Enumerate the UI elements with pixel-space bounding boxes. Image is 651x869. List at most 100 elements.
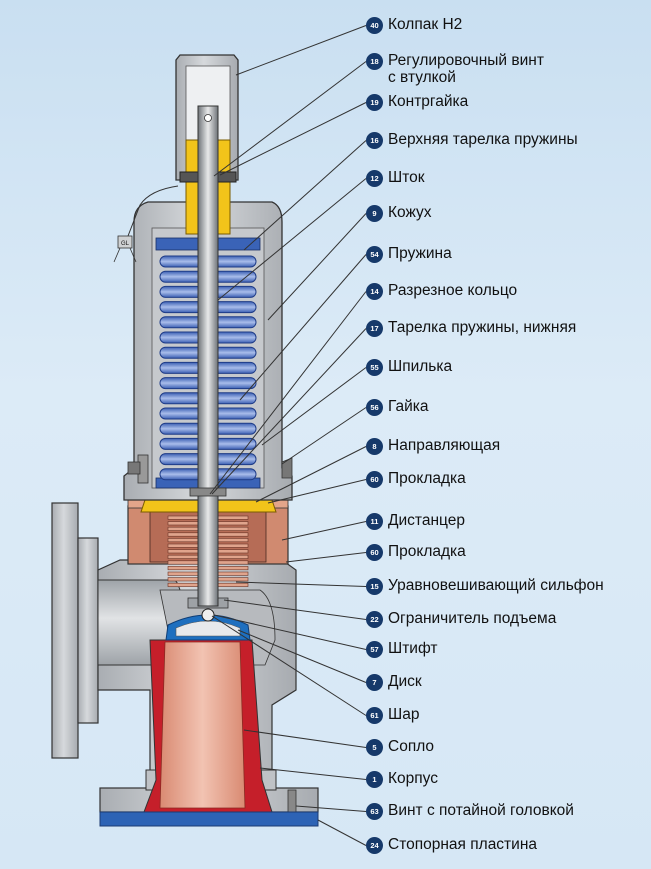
label-text-line: Разрезное кольцо	[388, 282, 518, 299]
label-text-line: Гайка	[388, 398, 429, 415]
label-text-line: Стопорная пластина	[388, 836, 537, 853]
label-text-line: Винт с потайной головкой	[388, 802, 574, 819]
label-8-11: 8 Направляющая	[366, 437, 500, 459]
label-55-9: 55 Шпилька	[366, 358, 452, 380]
label-text: Штифт	[388, 640, 437, 657]
label-54-6: 54 Пружина	[366, 245, 452, 267]
leader-line	[281, 521, 367, 541]
label-text-line: Прокладка	[388, 543, 466, 560]
leader-line	[235, 25, 367, 76]
label-text: Прокладка	[388, 470, 466, 487]
label-text-line: Колпак H2	[388, 16, 463, 33]
label-text: Тарелка пружины, нижняя	[388, 319, 576, 336]
label-text: Прокладка	[388, 543, 466, 560]
label-text-line: Шток	[388, 169, 425, 186]
label-56-10: 56 Гайка	[366, 398, 429, 420]
label-text-line: Диск	[388, 673, 422, 690]
label-number-badge: 16	[366, 132, 383, 149]
leader-line	[211, 328, 367, 495]
label-number-badge: 55	[366, 359, 383, 376]
label-text-line: Тарелка пружины, нижняя	[388, 319, 577, 336]
label-text: Ограничитель подъема	[388, 610, 556, 627]
label-text: Разрезное кольцо	[388, 282, 517, 299]
leader-line	[267, 213, 367, 321]
label-text: Шпилька	[388, 358, 452, 375]
label-text: Пружина	[388, 245, 452, 262]
label-text: Сопло	[388, 738, 434, 755]
label-text-line: Сопло	[388, 738, 435, 755]
label-number-badge: 60	[366, 544, 383, 561]
label-number-badge: 63	[366, 803, 383, 820]
leader-line	[243, 729, 367, 748]
split-ring	[189, 487, 227, 497]
label-text-line: Направляющая	[388, 437, 501, 454]
label-number-badge: 15	[366, 578, 383, 595]
label-number-badge: 9	[366, 205, 383, 222]
nozzle	[143, 639, 273, 813]
label-text: Шар	[388, 706, 419, 723]
label-text-line: Прокладка	[388, 470, 466, 487]
label-text: Дистанцер	[388, 512, 465, 529]
leader-lines	[209, 25, 367, 846]
label-text: Винт с потайной головкой	[388, 802, 574, 819]
label-text-line: с втулкой	[388, 69, 456, 86]
label-9-5: 9 Кожух	[366, 204, 432, 226]
leader-line	[255, 446, 367, 503]
label-12-4: 12 Шток	[366, 169, 425, 191]
leader-line	[317, 819, 367, 846]
label-text: Уравновешивающий сильфон	[388, 577, 604, 594]
seal-tag-text: GL	[121, 241, 130, 247]
seal: GL	[113, 185, 179, 263]
label-15-15: 15 Уравновешивающий сильфон	[366, 577, 604, 599]
label-text: Корпус	[388, 770, 438, 787]
label-text: Кожух	[388, 204, 432, 221]
label-1-21: 1 Корпус	[366, 770, 438, 792]
label-text-line: Пружина	[388, 245, 452, 262]
leader-line	[237, 629, 367, 683]
label-text: Шток	[388, 169, 425, 186]
leader-line	[285, 552, 367, 563]
label-text-line: Корпус	[388, 770, 438, 787]
label-number-badge: 56	[366, 399, 383, 416]
nut	[127, 461, 141, 475]
label-text-line: Верхняя тарелка пружины	[388, 131, 578, 148]
label-14-7: 14 Разрезное кольцо	[366, 282, 517, 304]
label-text: Контргайка	[388, 93, 468, 110]
label-number-badge: 5	[366, 739, 383, 756]
label-number-badge: 1	[366, 771, 383, 788]
label-text: Диск	[388, 673, 422, 690]
label-number-badge: 17	[366, 320, 383, 337]
label-5-20: 5 Сопло	[366, 738, 434, 760]
label-number-badge: 14	[366, 283, 383, 300]
leader-line	[267, 479, 367, 504]
label-60-14: 60 Прокладка	[366, 543, 466, 565]
leader-line	[223, 599, 367, 620]
leader-line	[213, 614, 367, 650]
leader-line	[219, 102, 367, 176]
label-text-line: Шпилька	[388, 358, 453, 375]
label-number-badge: 54	[366, 246, 383, 263]
leader-line	[261, 367, 367, 446]
leader-line	[213, 61, 367, 177]
leader-line	[217, 178, 367, 301]
label-number-badge: 8	[366, 438, 383, 455]
label-16-3: 16 Верхняя тарелка пружины	[366, 131, 578, 153]
label-text-line: Дистанцер	[388, 512, 465, 529]
leader-line	[243, 140, 367, 251]
label-text: Гайка	[388, 398, 429, 415]
label-number-badge: 12	[366, 170, 383, 187]
label-11-13: 11 Дистанцер	[366, 512, 465, 534]
label-number-badge: 11	[366, 513, 383, 530]
label-number-badge: 18	[366, 53, 383, 70]
leader-line	[209, 291, 367, 495]
label-text-line: Уравновешивающий сильфон	[388, 577, 604, 594]
label-text: Верхняя тарелка пружины	[388, 131, 578, 148]
